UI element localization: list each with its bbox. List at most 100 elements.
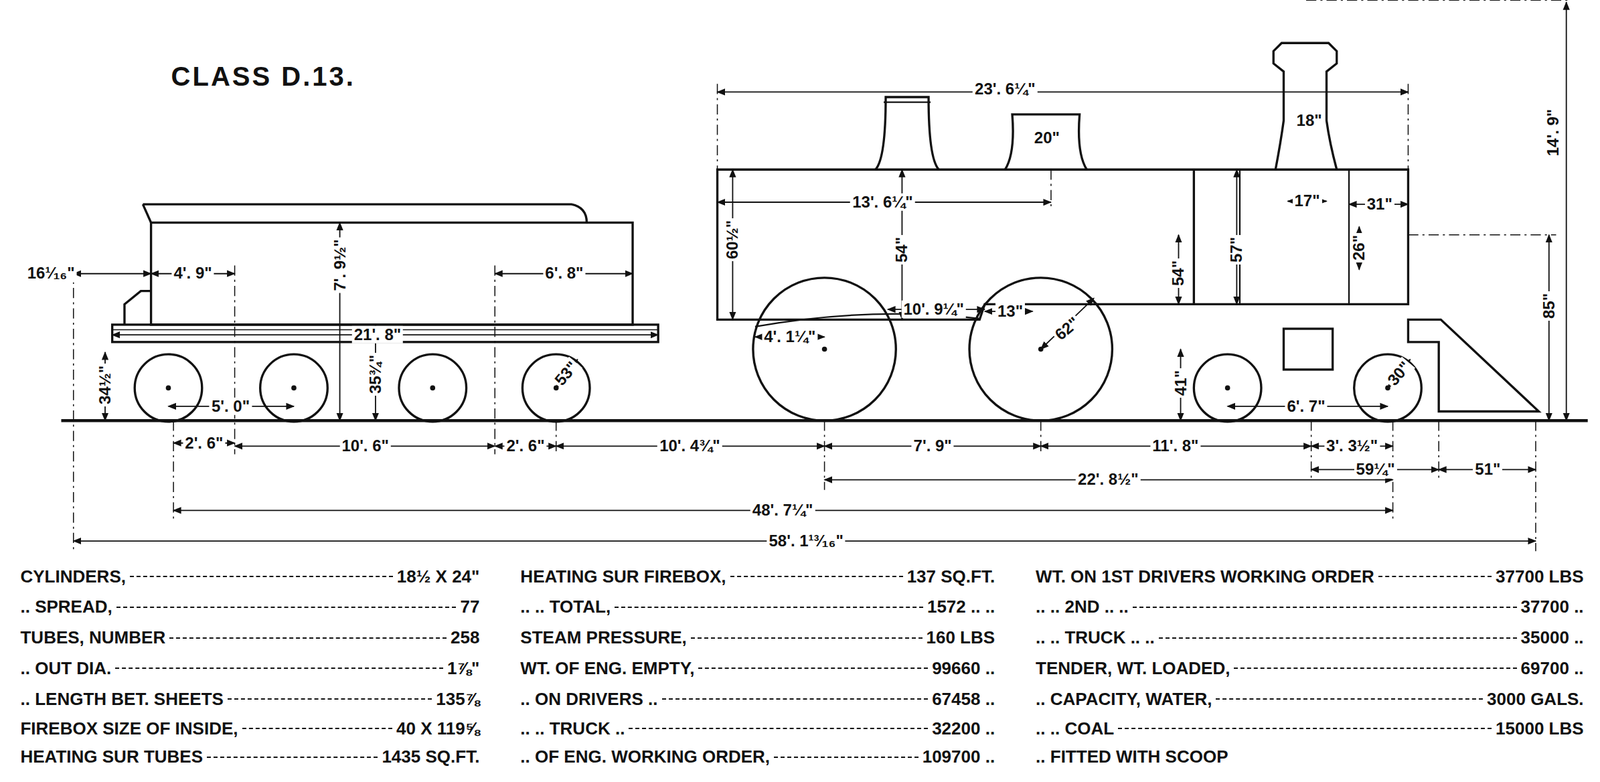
dimension-label: 7'. 9½" <box>330 237 349 294</box>
dimension-label: 10'. 4¾" <box>657 437 722 455</box>
spec-name: .. .. TOTAL, <box>520 596 611 618</box>
spec-value: 35000 .. <box>1521 627 1584 649</box>
spec-value: 37700 .. <box>1521 596 1584 618</box>
spec-value: 37700 LBS <box>1495 566 1584 588</box>
spec-value: 40 X 119⅝ <box>396 718 480 740</box>
spec-row: FIREBOX SIZE OF INSIDE, 40 X 119⅝ <box>20 718 480 740</box>
dimension-label: 62" <box>1050 312 1085 346</box>
spec-name: .. OF ENG. WORKING ORDER, <box>520 746 770 768</box>
dimension-label: 6'. 8" <box>542 264 586 282</box>
dimension-label: 4'. 9" <box>172 264 215 282</box>
dimension-label: 2'. 6" <box>182 433 225 452</box>
dimension-label: 5'. 0" <box>209 396 252 415</box>
dimension-label: 20" <box>1032 129 1062 147</box>
leader-dashes <box>206 756 378 758</box>
dimension-label: 34½" <box>96 363 114 407</box>
dimension-label: 13" <box>995 302 1025 320</box>
spec-row: .. .. 2ND .. .. 37700 .. <box>1035 596 1584 618</box>
dimension-label: 16¹⁄₁₆" <box>25 264 77 282</box>
spec-value: 258 <box>450 627 480 649</box>
dimension-label: 59¼" <box>1354 460 1398 478</box>
leader-dashes <box>1158 637 1517 639</box>
spec-name: CYLINDERS, <box>20 566 126 588</box>
spec-name: .. SPREAD, <box>20 596 112 618</box>
leader-dashes <box>116 606 457 608</box>
spec-name: .. FITTED WITH SCOOP <box>1035 746 1228 768</box>
spec-name: HEATING SUR TUBES <box>20 746 203 768</box>
leader-dashes <box>1233 667 1517 669</box>
dimension-label: 3'. 3½" <box>1324 437 1380 455</box>
spec-row: STEAM PRESSURE, 160 LBS <box>520 627 995 649</box>
leader-dashes <box>614 606 924 608</box>
leader-dashes <box>1132 606 1517 608</box>
extension-lines <box>73 0 1572 551</box>
spec-name: .. .. TRUCK .. <box>520 718 625 740</box>
dimension-label: 4'. 1¼" <box>761 328 818 346</box>
spec-row: TUBES, NUMBER258 <box>20 627 480 649</box>
spec-row: .. LENGTH BET. SHEETS135⅞ <box>20 688 480 710</box>
diagram-title: CLASS D.13. <box>171 61 356 92</box>
dimension-label: 6'. 7" <box>1284 396 1327 415</box>
spec-value: 77 <box>459 596 480 618</box>
dimension-label: 57" <box>1227 234 1246 265</box>
spec-row: HEATING SUR TUBES1435 SQ.FT. <box>20 746 480 768</box>
leader-dashes <box>628 727 928 730</box>
spec-row: TENDER, WT. LOADED,69700 .. <box>1035 658 1584 679</box>
leader-dashes <box>1378 575 1492 578</box>
spec-row: .. ON DRIVERS ..67458 .. <box>520 688 995 710</box>
spec-name: HEATING SUR FIREBOX, <box>520 566 726 588</box>
leader-dashes <box>115 667 444 669</box>
spec-name: STEAM PRESSURE, <box>520 627 687 649</box>
spec-value: 137 SQ.FT. <box>907 566 996 588</box>
leader-dashes <box>698 667 928 669</box>
spec-value: 109700 .. <box>922 746 995 768</box>
spec-row: .. FITTED WITH SCOOP <box>1035 746 1584 768</box>
spec-name: .. .. COAL <box>1035 718 1114 740</box>
spec-row: .. .. TOTAL, 1572 .. .. <box>520 596 995 618</box>
leader-dashes <box>662 698 929 700</box>
dimension-label: 22'. 8½" <box>1075 470 1141 489</box>
dimension-label: 17" <box>1292 192 1322 210</box>
dimension-label: 31" <box>1365 195 1395 213</box>
spec-row: HEATING SUR FIREBOX, 137 SQ.FT. <box>520 566 995 588</box>
leader-dashes <box>227 698 432 700</box>
dimension-label: 21'. 8" <box>352 326 404 344</box>
spec-name: WT. ON 1ST DRIVERS WORKING ORDER <box>1035 566 1375 588</box>
spec-name: .. .. TRUCK .. .. <box>1035 627 1155 649</box>
dimension-label: 13'. 6¼" <box>850 193 915 211</box>
spec-row: .. .. TRUCK .. .. 35000 .. <box>1035 627 1584 649</box>
spec-value: 160 LBS <box>926 627 996 649</box>
dimension-label: 10'. 9¼" <box>901 300 966 318</box>
spec-value: 3000 GALS. <box>1486 688 1584 710</box>
spec-value: 99660 .. <box>931 658 995 679</box>
spec-name: .. .. 2ND .. .. <box>1035 596 1129 618</box>
leader-dashes <box>1117 727 1492 730</box>
spec-value: 15000 LBS <box>1495 718 1584 740</box>
dimension-label: 41" <box>1171 368 1189 398</box>
axle-hubs <box>166 346 1391 391</box>
spec-name: WT. OF ENG. EMPTY, <box>520 658 695 679</box>
dimension-label: 11'. 8" <box>1150 437 1201 455</box>
dimension-label: 53" <box>550 356 584 391</box>
spec-value: 69700 .. <box>1521 658 1584 679</box>
dimension-lines <box>73 2 1567 541</box>
leader-dashes <box>169 637 447 639</box>
spec-row: .. .. COAL 15000 LBS <box>1035 718 1584 740</box>
spec-value: 32200 .. <box>931 718 995 740</box>
dimension-label: 54" <box>1169 258 1187 288</box>
dimension-label: 18" <box>1294 111 1325 130</box>
spec-name: .. ON DRIVERS .. <box>520 688 658 710</box>
leader-dashes <box>690 637 923 639</box>
spec-name: .. CAPACITY, WATER, <box>1035 688 1212 710</box>
dimension-label: 23'. 6¼" <box>972 79 1037 98</box>
dimension-label: 26" <box>1350 232 1368 263</box>
leader-dashes <box>773 756 919 758</box>
dimension-label: 54" <box>893 234 911 265</box>
spec-row: .. SPREAD, 77 <box>20 596 480 618</box>
spec-name: FIREBOX SIZE OF INSIDE, <box>20 718 238 740</box>
dimension-label: 10'. 6" <box>339 437 391 455</box>
leader-dashes <box>129 575 393 578</box>
dimension-label: 51" <box>1472 460 1503 478</box>
spec-value: 1572 .. .. <box>927 596 995 618</box>
